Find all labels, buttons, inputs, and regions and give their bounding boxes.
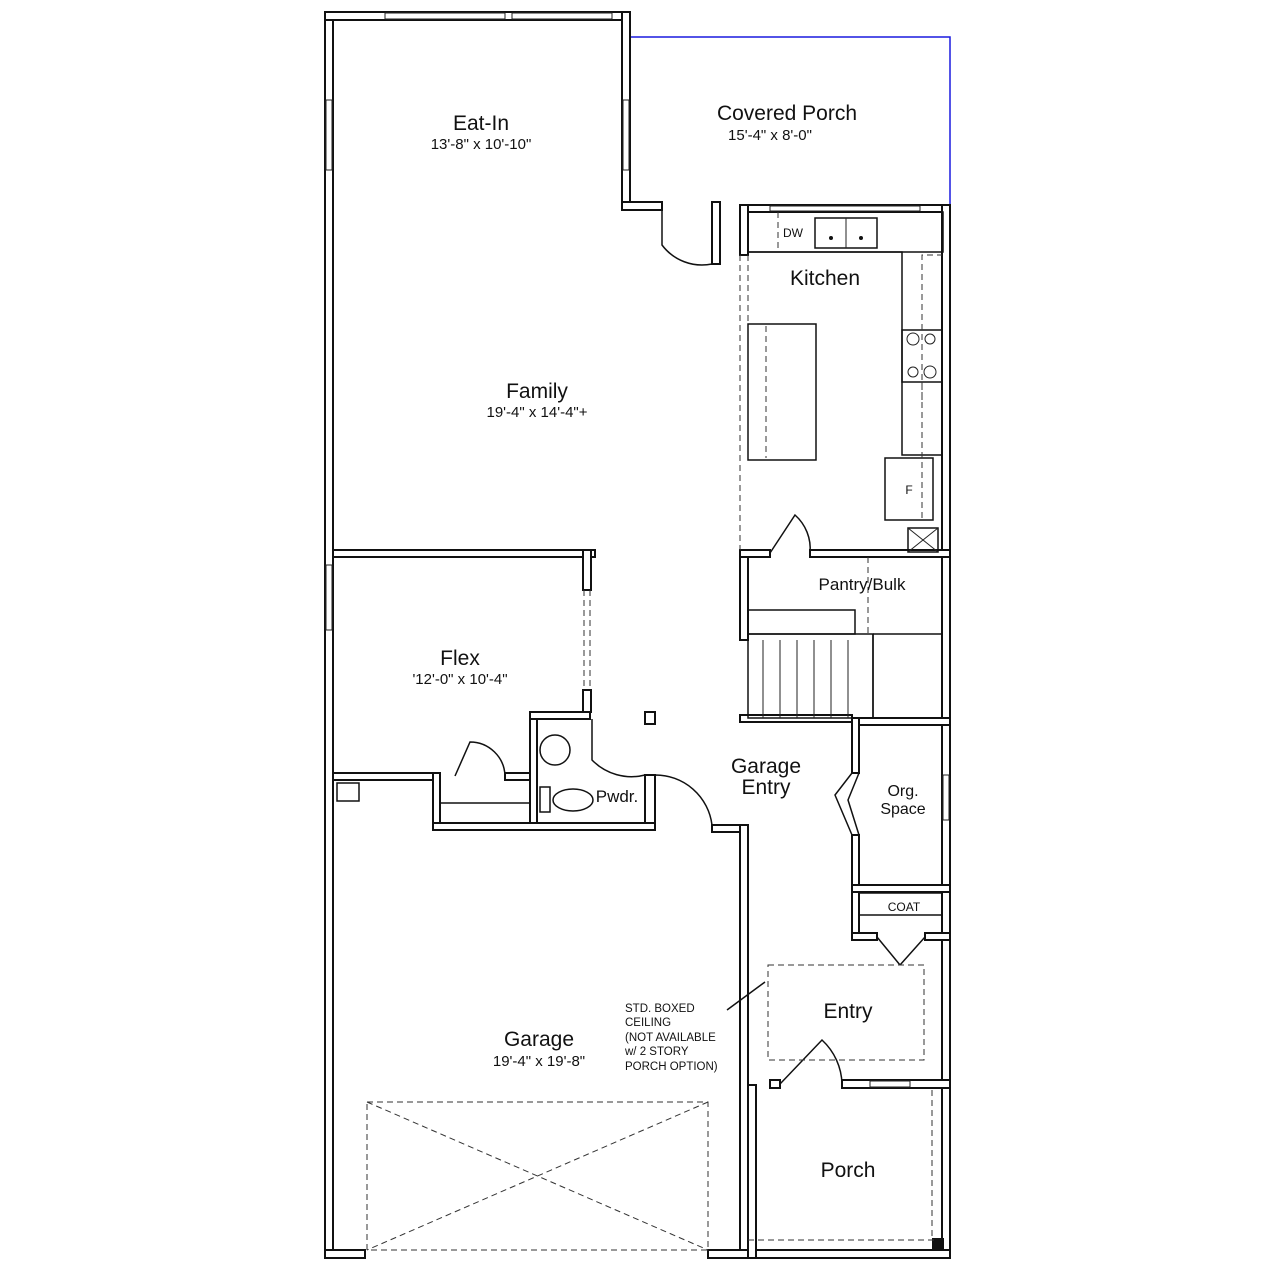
room-labels: Eat-In 13'-8" x 10'-10" Covered Porch 15… (412, 102, 925, 1182)
note-line: (NOT AVAILABLE (625, 1032, 716, 1044)
covered-porch-dim: 15'-4" x 8'-0" (728, 127, 812, 144)
note-line: w/ 2 STORY (624, 1046, 689, 1058)
kitchen-fixtures: DW F (739, 211, 944, 553)
dashed-features (366, 964, 935, 1251)
garage-name: Garage (504, 1028, 574, 1051)
org-space-name-2: Space (880, 801, 925, 818)
note-line: STD. BOXED (625, 1003, 695, 1015)
garage-entry-name-1: Garage (731, 755, 801, 778)
garage-entry-name-2: Entry (741, 776, 791, 799)
fridge-label: F (905, 483, 912, 497)
powder-name: Pwdr. (596, 787, 639, 806)
covered-porch-name: Covered Porch (717, 102, 857, 125)
dishwasher-label: DW (783, 226, 804, 240)
pantry-name: Pantry/Bulk (819, 575, 906, 594)
covered-porch-outline (630, 36, 951, 205)
doors (454, 210, 926, 1085)
kitchen-name: Kitchen (790, 267, 860, 290)
powder-fixtures (336, 734, 943, 916)
stairs-pantry (583, 557, 942, 719)
org-space-name-1: Org. (887, 783, 918, 800)
note-line: CEILING (625, 1017, 671, 1029)
windows (325, 12, 950, 1088)
porch-name: Porch (821, 1159, 876, 1182)
note-line: PORCH OPTION) (625, 1061, 718, 1073)
family-dim: 19'-4" x 14'-4"+ (486, 404, 587, 421)
flex-dim: '12'-0" x 10'-4" (412, 671, 507, 688)
garage-dim: 19'-4" x 19'-8" (493, 1053, 585, 1070)
walls (324, 11, 951, 1259)
eat-in-name: Eat-In (453, 112, 509, 135)
eat-in-dim: 13'-8" x 10'-10" (431, 136, 532, 153)
coat-name: COAT (888, 900, 921, 914)
family-name: Family (506, 380, 568, 403)
ceiling-note: STD. BOXED CEILING (NOT AVAILABLE w/ 2 S… (624, 1003, 718, 1073)
flex-name: Flex (440, 647, 480, 670)
entry-name: Entry (823, 1000, 873, 1023)
